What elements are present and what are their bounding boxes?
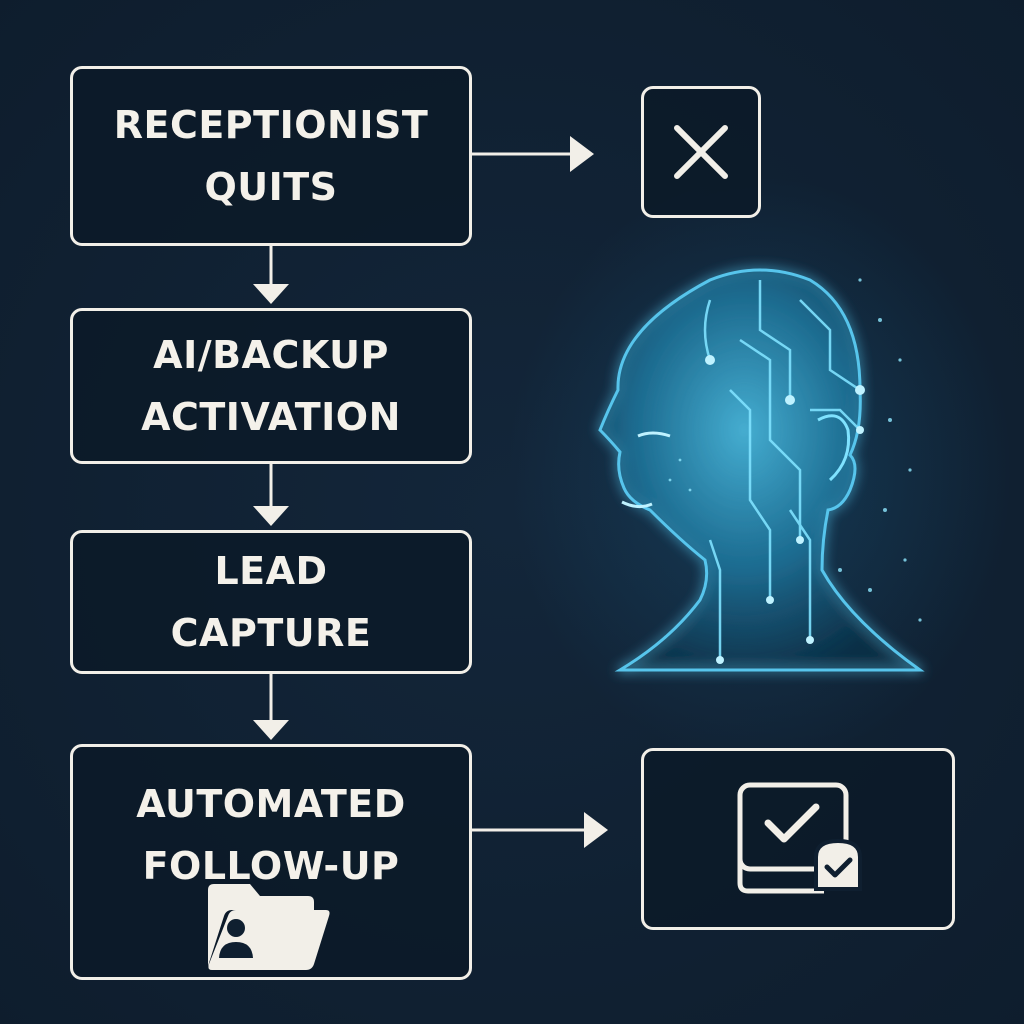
step-label: RECEPTIONIST QUITS [114, 94, 429, 218]
step-label-line1: LEAD [214, 549, 328, 593]
step-lead-capture: LEAD CAPTURE [70, 530, 472, 674]
contact-folder-icon [208, 884, 330, 970]
success-box [641, 748, 955, 930]
mouth [621, 500, 653, 509]
eye [637, 431, 671, 438]
arrowhead-1-to-fail [570, 136, 594, 172]
arrowhead-1-to-2 [253, 284, 289, 304]
step-label: AI/BACKUP ACTIVATION [141, 324, 401, 448]
step-label-line1: AI/BACKUP [153, 333, 389, 377]
head-silhouette [598, 268, 925, 672]
arrowhead-2-to-3 [253, 506, 289, 526]
checked-document-icon [737, 782, 862, 894]
step-ai-backup-activation: AI/BACKUP ACTIVATION [70, 308, 472, 464]
badge-check-icon [814, 838, 862, 891]
step-label: LEAD CAPTURE [171, 540, 372, 664]
step-label-line2: QUITS [204, 165, 338, 209]
step-receptionist-quits: RECEPTIONIST QUITS [70, 66, 472, 246]
circuit-nodes [705, 355, 865, 664]
step-label-line2: FOLLOW-UP [142, 844, 400, 888]
fail-box [641, 86, 761, 218]
sparkle-particles [668, 278, 922, 622]
arrowhead-4-to-success [584, 812, 608, 848]
step-label-line1: RECEPTIONIST [113, 103, 429, 147]
circuit-traces [703, 280, 861, 660]
step-label-line2: CAPTURE [170, 611, 372, 655]
close-icon [674, 125, 728, 179]
step-label-line1: AUTOMATED [136, 782, 406, 826]
step-label-line2: ACTIVATION [141, 395, 401, 439]
arrowhead-3-to-4 [253, 720, 289, 740]
ai-head-illustration [598, 268, 925, 672]
step-label: AUTOMATED FOLLOW-UP [136, 773, 406, 897]
ear [817, 414, 851, 482]
